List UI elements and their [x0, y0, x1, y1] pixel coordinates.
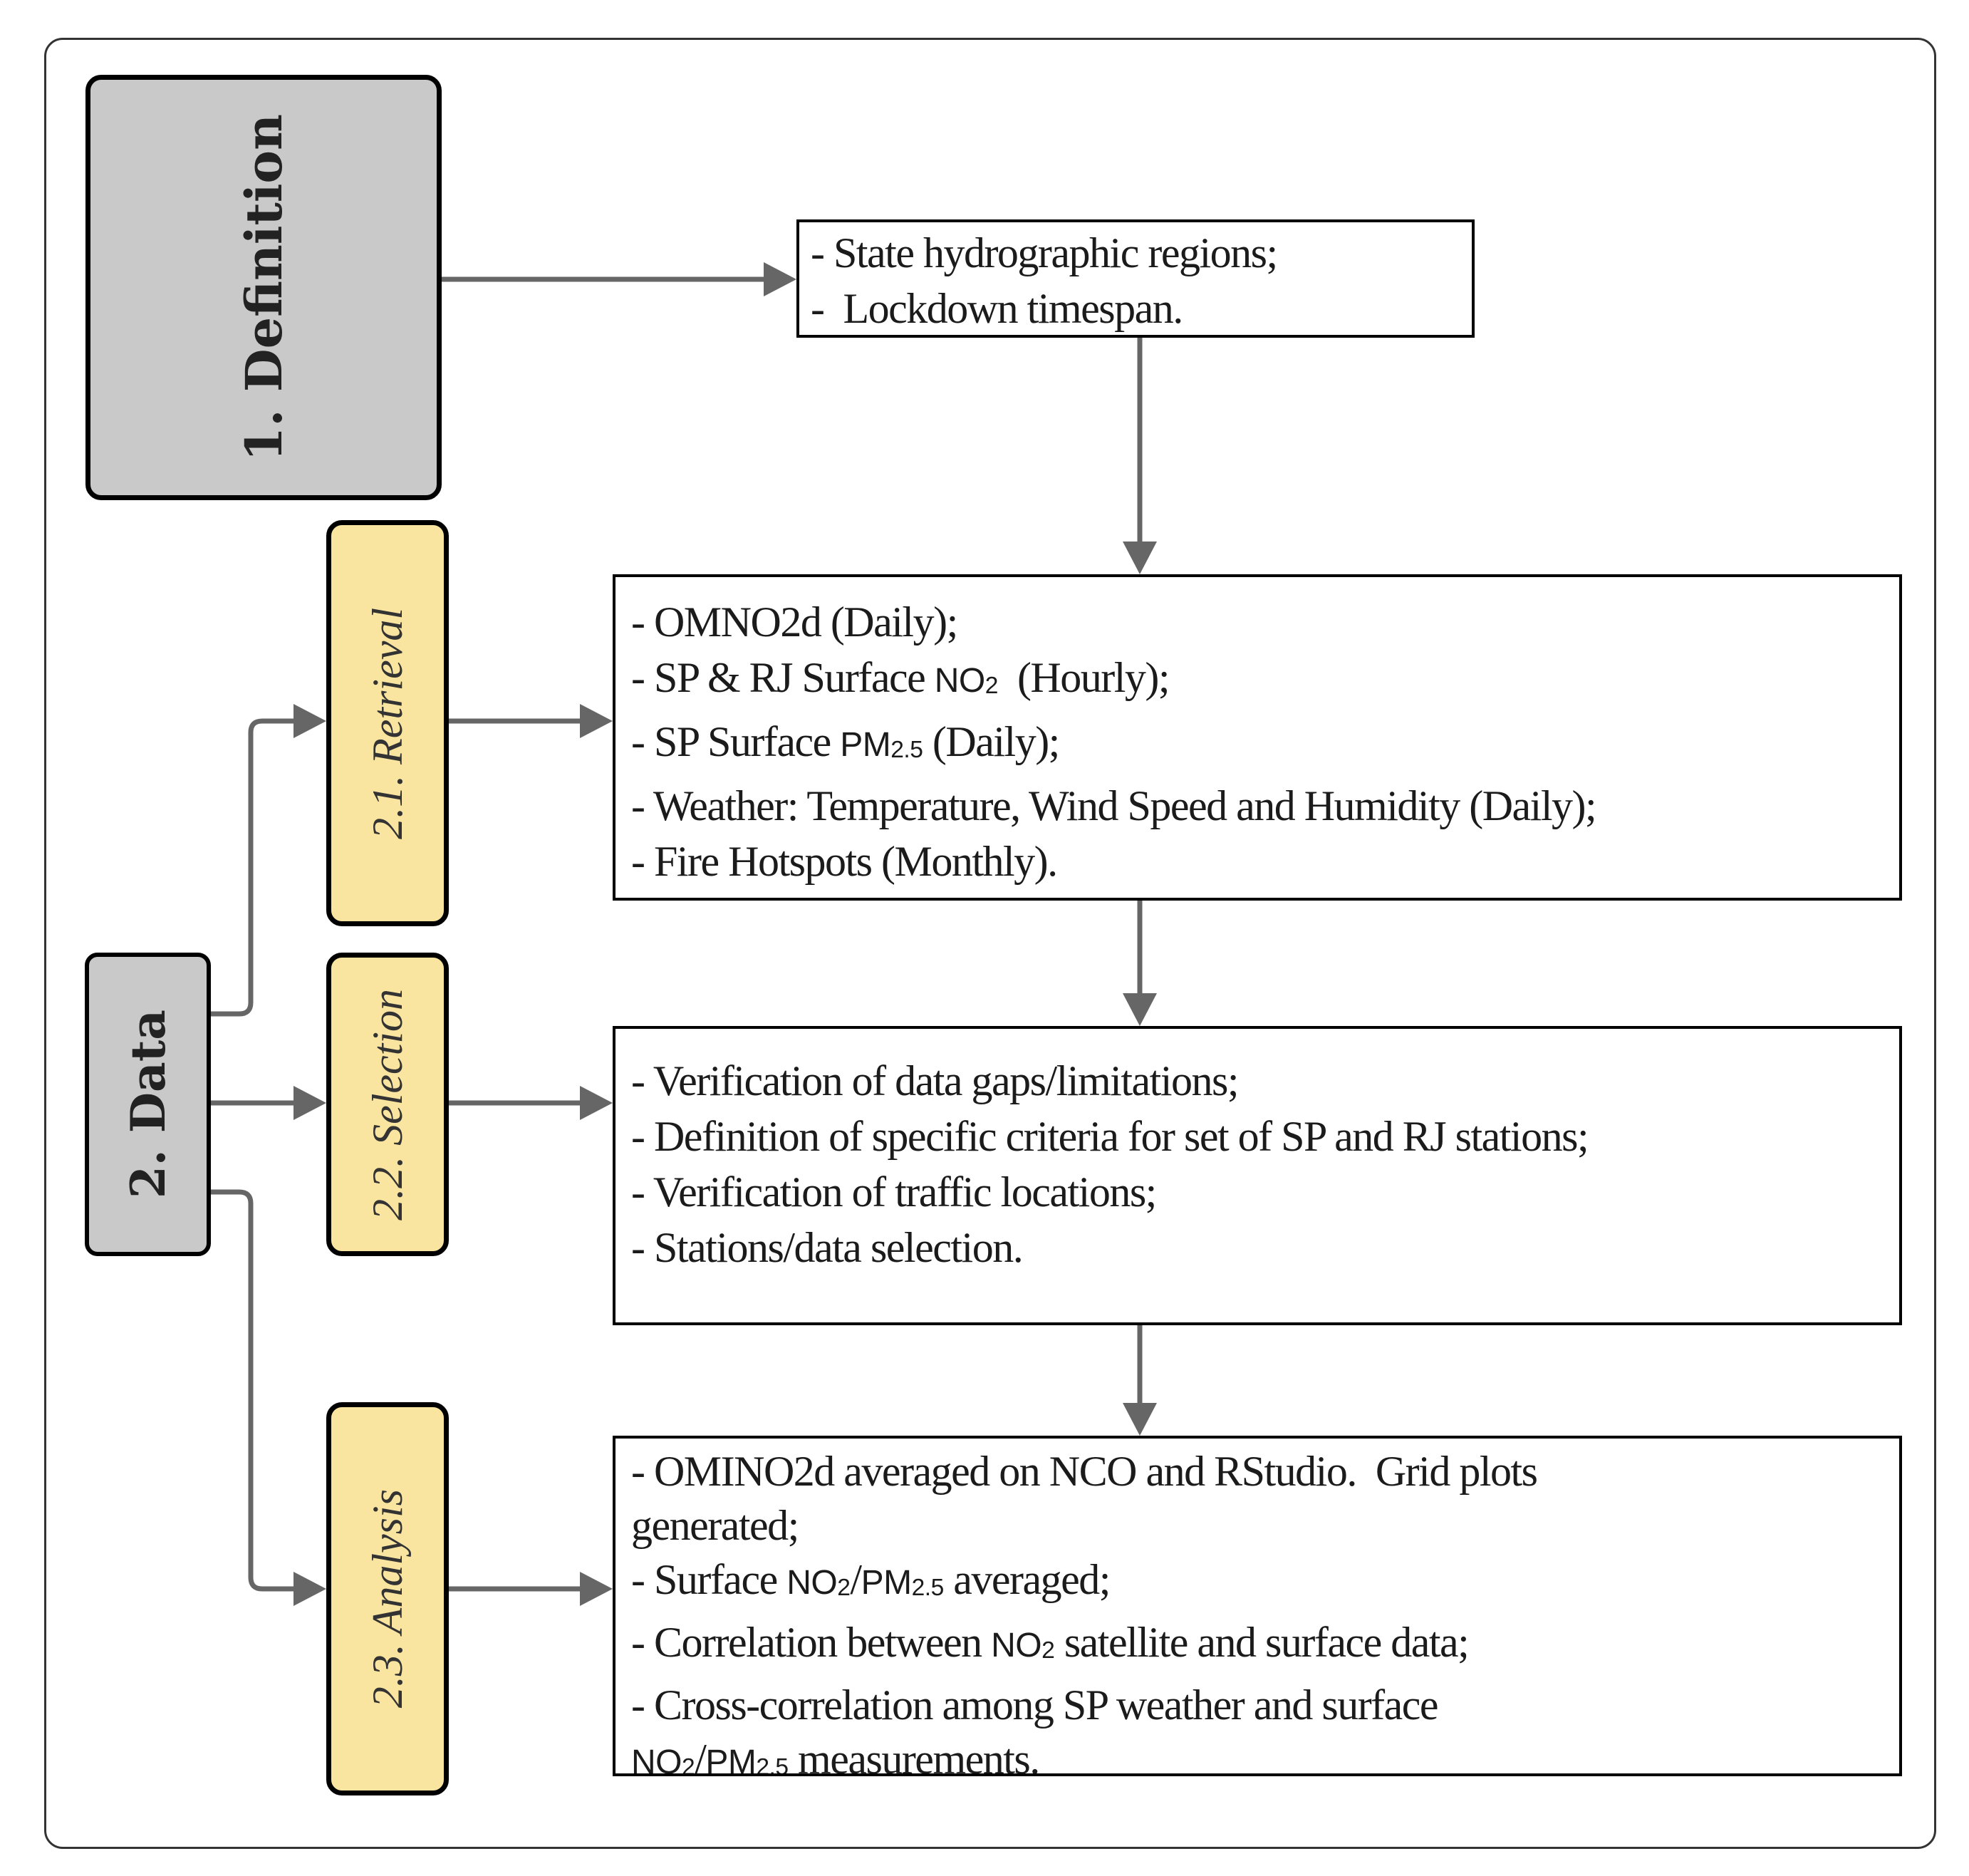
arrowhead-analysis-to-details [580, 1572, 613, 1606]
arrowhead-definition-to-details [764, 262, 796, 296]
step-retrieval-label: 2.1. Retrieval [363, 607, 411, 839]
step-box-retrieval: 2.1. Retrieval [326, 520, 449, 926]
detail-line: - SP & RJ Surface NO2 (Hourly); [631, 654, 1170, 701]
detail-line: - SP Surface PM2.5 (Daily); [631, 718, 1060, 766]
arrowhead-data-to-selection [293, 1086, 326, 1120]
detail-line: - Stations/data selection. [631, 1224, 1024, 1271]
stage-definition-label: 1. Definition [234, 113, 293, 462]
step-box-analysis: 2.3. Analysis [326, 1402, 449, 1795]
stage-data-label: 2. Data [120, 1010, 176, 1199]
arrowhead-selection-details-to-analysis-details [1123, 1403, 1157, 1436]
step-selection-label: 2.2. Selection [363, 988, 411, 1221]
arrowhead-data-to-retrieval [293, 704, 326, 738]
detail-line: - Cross-correlation among SP weather and… [631, 1681, 1439, 1776]
arrowhead-retrieval-details-to-selection-details [1123, 993, 1157, 1026]
detail-line: - Definition of specific criteria for se… [631, 1113, 1589, 1160]
detail-line: - Surface NO2/PM2.5 averaged; [631, 1556, 1111, 1603]
selection-details-box: - Verification of data gaps/limitations;… [613, 1026, 1902, 1325]
detail-line: - Verification of traffic locations; [631, 1168, 1157, 1216]
arrowhead-selection-to-details [580, 1086, 613, 1120]
step-box-selection: 2.2. Selection [326, 953, 449, 1256]
stage-box-definition: 1. Definition [85, 75, 442, 500]
definition-details-box: - State hydrographic regions; - Lockdown … [796, 219, 1475, 338]
detail-line: - OMINO2d averaged on NCO and RStudio. G… [631, 1448, 1538, 1549]
arrowhead-retrieval-to-details [580, 704, 613, 738]
arrowhead-data-to-analysis [293, 1572, 326, 1606]
arrowhead-details1-to-retrieval-details [1123, 541, 1157, 574]
detail-line: - Weather: Temperature, Wind Speed and H… [631, 782, 1597, 830]
retrieval-details-box: - OMNO2d (Daily); - SP & RJ Surface NO2 (… [613, 574, 1902, 901]
detail-line: - Fire Hotspots (Monthly). [631, 838, 1058, 886]
detail-line: - Verification of data gaps/limitations; [631, 1057, 1240, 1104]
detail-line: - OMNO2d (Daily); [631, 598, 958, 646]
detail-line: - Correlation between NO2 satellite and … [631, 1619, 1470, 1667]
analysis-details-box: - OMINO2d averaged on NCO and RStudio. G… [613, 1436, 1902, 1776]
arrow-data-to-analysis [211, 1189, 293, 1592]
step-analysis-label: 2.3. Analysis [363, 1489, 411, 1709]
detail-line: - Lockdown timespan. [811, 285, 1183, 332]
detail-line: - State hydrographic regions; [811, 229, 1278, 276]
arrow-data-to-retrieval [211, 718, 293, 1017]
stage-box-data: 2. Data [85, 953, 211, 1256]
